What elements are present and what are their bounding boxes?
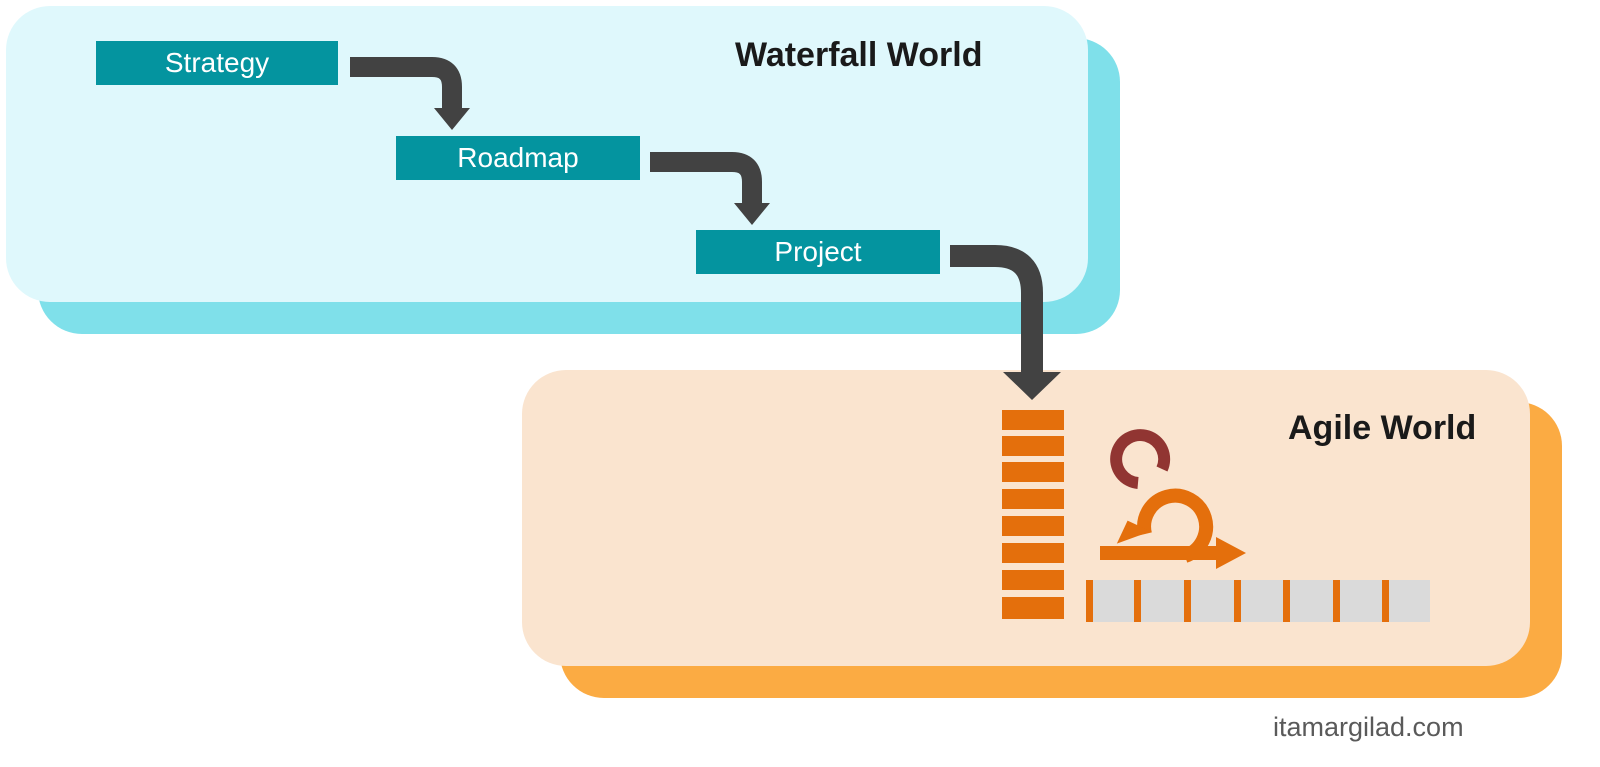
sprint-cycle-icon bbox=[1100, 429, 1246, 569]
sprint-timeline-icon bbox=[1086, 580, 1430, 622]
roadmap-box: Roadmap bbox=[396, 136, 640, 180]
flow-arrow-icon bbox=[650, 152, 770, 225]
flow-arrow-icon bbox=[350, 57, 470, 130]
project-box: Project bbox=[696, 230, 940, 274]
backlog-stack-icon bbox=[1002, 410, 1064, 619]
agile-world-title: Agile World bbox=[1288, 409, 1477, 447]
site-credit: itamargilad.com bbox=[1273, 712, 1464, 742]
flow-arrow-icon bbox=[950, 245, 1061, 400]
strategy-box: Strategy bbox=[96, 41, 338, 85]
waterfall-world-title: Waterfall World bbox=[735, 36, 983, 74]
